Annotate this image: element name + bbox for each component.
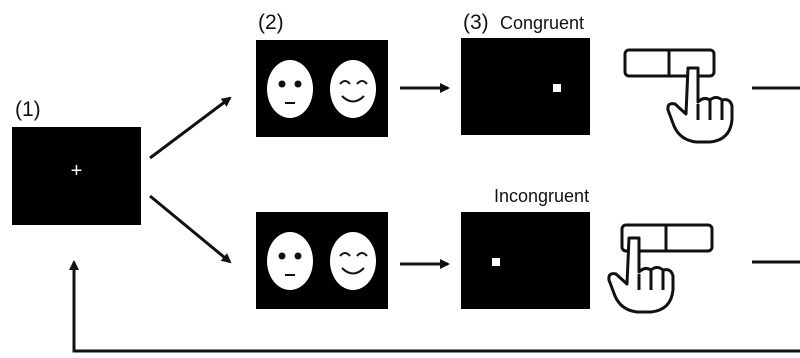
probe-screen-congruent xyxy=(461,38,590,135)
step-2-label: (2) xyxy=(258,11,284,34)
arrow-icon xyxy=(149,96,232,160)
hand-pressing-button-icon xyxy=(666,66,734,144)
face-pair-top xyxy=(267,60,376,118)
arrow-icon xyxy=(149,194,232,264)
probe-dot-right xyxy=(553,84,561,92)
response-keypad-top xyxy=(623,48,716,78)
fixation-screen: + xyxy=(12,127,141,225)
fixation-cross: + xyxy=(70,160,83,182)
incongruent-label: Incongruent xyxy=(494,186,590,206)
response-keypad-bottom xyxy=(620,223,714,253)
neutral-face-icon xyxy=(267,232,313,290)
smiling-face-icon xyxy=(330,232,376,290)
hand-pressing-button-icon xyxy=(607,236,675,314)
probe-dot-left xyxy=(492,258,500,266)
step-1-label: (1) xyxy=(15,98,41,121)
smiling-face-icon xyxy=(330,60,376,118)
loop-back-arrow xyxy=(69,260,800,353)
face-pair-bottom xyxy=(267,232,376,290)
face-pair-screen-bottom xyxy=(256,212,388,309)
face-pair-screen-top xyxy=(256,40,388,137)
congruent-label: Congruent xyxy=(500,13,585,33)
step-3-label: (3) xyxy=(463,11,489,34)
probe-screen-incongruent xyxy=(461,212,590,309)
neutral-face-icon xyxy=(267,60,313,118)
